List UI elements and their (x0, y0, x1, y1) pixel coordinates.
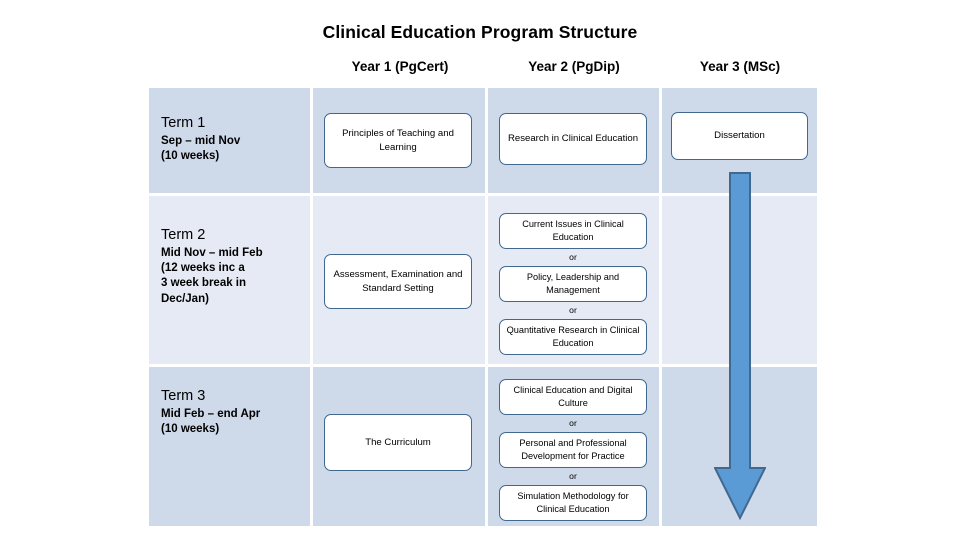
page-title: Clinical Education Program Structure (322, 22, 638, 42)
term1-dates: Sep – mid Nov (161, 135, 241, 148)
course-box-clinical-education-and-digital-culture[interactable]: Clinical Education and Digital Culture (499, 379, 647, 415)
or-separator: or (569, 305, 577, 315)
term1-title: Term 1 (161, 115, 206, 131)
term3-title: Term 3 (161, 388, 206, 404)
term2-duration-line1: (12 weeks inc a (161, 262, 245, 275)
term-cell-term1: Term 1 Sep – mid Nov (10 weeks) (149, 88, 310, 193)
column-header-year1: Year 1 (PgCert) (351, 59, 449, 74)
term-cell-term2: Term 2 Mid Nov – mid Feb (12 weeks inc a… (149, 196, 310, 364)
or-separator: or (569, 471, 577, 481)
dissertation-duration-arrow (714, 172, 766, 520)
course-box-the-curriculum[interactable]: The Curriculum (324, 414, 472, 471)
course-box-current-issues-in-clinical-education[interactable]: Current Issues in Clinical Education (499, 213, 647, 249)
term3-dates: Mid Feb – end Apr (161, 408, 261, 421)
term3-label-block: Term 3 Mid Feb – end Apr (10 weeks) (161, 387, 304, 437)
cell-year2-term2: Current Issues in Clinical Education or … (488, 196, 659, 364)
cell-year2-term1: Research in Clinical Education (488, 88, 659, 193)
course-box-research-in-clinical-education[interactable]: Research in Clinical Education (499, 113, 647, 165)
term2-label-block: Term 2 Mid Nov – mid Feb (12 weeks inc a… (161, 226, 304, 307)
term2-title: Term 2 (161, 227, 206, 243)
course-box-assessment-examination-and-standard-setting[interactable]: Assessment, Examination and Standard Set… (324, 254, 472, 309)
or-separator: or (569, 252, 577, 262)
term-cell-term3: Term 3 Mid Feb – end Apr (10 weeks) (149, 367, 310, 526)
term2-dates: Mid Nov – mid Feb (161, 247, 263, 260)
column-header-year3: Year 3 (MSc) (699, 59, 781, 74)
cell-year1-term3: The Curriculum (313, 367, 485, 526)
term1-duration: (10 weeks) (161, 150, 220, 163)
course-box-simulation-methodology-for-clinical-education[interactable]: Simulation Methodology for Clinical Educ… (499, 485, 647, 521)
cell-year3-term1: Dissertation (662, 88, 817, 193)
column-header-year2: Year 2 (PgDip) (528, 59, 620, 74)
cell-year1-term2: Assessment, Examination and Standard Set… (313, 196, 485, 364)
term3-duration: (10 weeks) (161, 423, 220, 436)
course-box-principles-of-teaching-and-learning[interactable]: Principles of Teaching and Learning (324, 113, 472, 168)
course-box-personal-and-professional-development-for-practice[interactable]: Personal and Professional Development fo… (499, 432, 647, 468)
course-box-policy-leadership-and-management[interactable]: Policy, Leadership and Management (499, 266, 647, 302)
program-structure-table: Term 1 Sep – mid Nov (10 weeks) Principl… (149, 88, 817, 526)
cell-year1-term1: Principles of Teaching and Learning (313, 88, 485, 193)
term1-label-block: Term 1 Sep – mid Nov (10 weeks) (161, 114, 304, 164)
course-box-quantitative-research-in-clinical-education[interactable]: Quantitative Research in Clinical Educat… (499, 319, 647, 355)
cell-year2-term3: Clinical Education and Digital Culture o… (488, 367, 659, 526)
or-separator: or (569, 418, 577, 428)
term2-duration-line2: 3 week break in (161, 277, 247, 290)
down-arrow-icon (714, 172, 766, 520)
course-box-dissertation[interactable]: Dissertation (671, 112, 808, 160)
term2-duration-line3: Dec/Jan) (161, 292, 209, 305)
